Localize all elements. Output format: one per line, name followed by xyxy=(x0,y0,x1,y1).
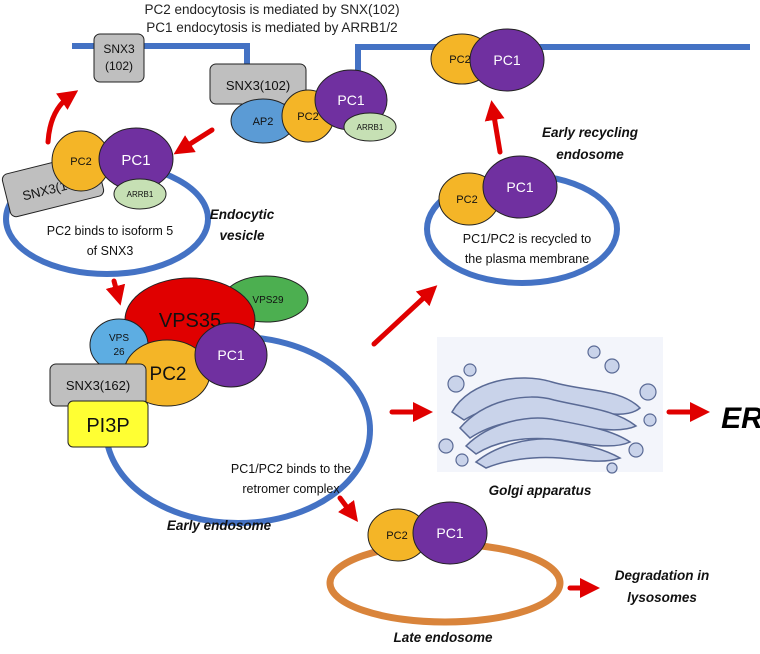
surface-pc1-ellipse xyxy=(469,28,545,92)
vesicle-arrb1-label: ARRB1 xyxy=(127,190,154,199)
endocytic-vesicle: SNX3(102) PC2 PC1 ARRB1 PC2 binds to iso… xyxy=(1,127,275,277)
late-endosome: PC2 PC1 Late endosome xyxy=(326,501,564,645)
recycling-title-line-1: Early recycling xyxy=(542,125,639,140)
snx3-membrane-box: SNX3 (102) xyxy=(93,33,145,83)
recycling-pc1-label: PC1 xyxy=(506,179,533,195)
header-line-1: PC2 endocytosis is mediated by SNX(102) xyxy=(144,2,399,17)
golgi-title: Golgi apparatus xyxy=(489,483,592,498)
early-endosome: VPS29 VPS35 VPS 26 PC2 PC1 SNX3(162) PI3… xyxy=(49,275,373,533)
golgi-vesicles xyxy=(438,345,657,474)
complex-snx3-label: SNX3(102) xyxy=(226,78,290,93)
vesicle-pc2-label: PC2 xyxy=(70,156,91,168)
vps26-label-1: VPS xyxy=(109,333,129,344)
late-pc2-label: PC2 xyxy=(386,530,407,542)
recycling-note-line-1: PC1/PC2 is recycled to xyxy=(463,232,592,246)
recycling-pc2-label: PC2 xyxy=(456,194,477,206)
arrow-recycling-to-surface xyxy=(484,100,505,155)
vesicle-pc1-label: PC1 xyxy=(121,152,150,169)
snx3-membrane-label-2: (102) xyxy=(105,59,133,73)
header-line-2: PC1 endocytosis is mediated by ARRB1/2 xyxy=(146,20,397,35)
pi3p-label: PI3P xyxy=(86,415,129,437)
arrow-complex-to-vesicle xyxy=(173,127,215,155)
vps29-label: VPS29 xyxy=(252,295,284,306)
recycling-note-line-2: the plasma membrane xyxy=(465,252,589,266)
early-snx3-label: SNX3(162) xyxy=(66,378,130,393)
surface-pc-pair: PC2 PC1 xyxy=(430,28,545,92)
vps26-label-2: 26 xyxy=(113,347,125,358)
pathway-arrows xyxy=(45,90,710,598)
vesicle-note-line-2: of SNX3 xyxy=(87,244,134,258)
vesicle-arrb1-ellipse xyxy=(113,178,167,210)
complex-arrb1-label: ARRB1 xyxy=(357,123,384,132)
complex-pc2-label: PC2 xyxy=(297,111,318,123)
early-title: Early endosome xyxy=(167,518,272,533)
surface-pc2-label: PC2 xyxy=(449,54,470,66)
vesicle-note-line-1: PC2 binds to isoform 5 xyxy=(47,224,173,238)
early-pc1-label: PC1 xyxy=(217,347,244,363)
degradation-line-1: Degradation in xyxy=(615,568,710,583)
golgi-cisternae xyxy=(451,377,642,469)
plasma-membrane xyxy=(72,43,750,72)
late-title: Late endosome xyxy=(393,630,493,645)
arrow-vesicle-to-early xyxy=(105,278,126,306)
recycling-title-line-2: endosome xyxy=(556,147,624,162)
vps35-label: VPS35 xyxy=(159,310,221,332)
early-pc1-ellipse xyxy=(194,322,268,388)
early-note-line-1: PC1/PC2 binds to the xyxy=(231,462,351,476)
arrow-vesicle-to-membrane xyxy=(45,90,79,145)
arrow-early-to-recycling xyxy=(371,285,438,347)
recycling-pc1-ellipse xyxy=(482,155,558,219)
ap2-label: AP2 xyxy=(253,116,274,128)
golgi-apparatus: Golgi apparatus xyxy=(437,337,663,498)
recycling-endosome: PC2 PC1 PC1/PC2 is recycled to the plasm… xyxy=(424,125,639,286)
arrow-early-to-late xyxy=(337,495,358,522)
early-pc2-label: PC2 xyxy=(150,364,187,385)
snx3-membrane-label-1: SNX3 xyxy=(103,42,135,56)
early-note-line-2: retromer complex xyxy=(242,482,340,496)
complex-arrb1-ellipse xyxy=(343,112,397,142)
vesicle-title-line-2: vesicle xyxy=(219,228,265,243)
pi3p-box xyxy=(67,400,149,448)
degradation-line-2: lysosomes xyxy=(627,590,697,605)
membrane-complex: SNX3(102) AP2 PC2 PC1 ARRB1 xyxy=(209,63,397,144)
er-label: ER xyxy=(721,402,760,435)
complex-pc1-label: PC1 xyxy=(337,92,364,108)
late-pc1-ellipse xyxy=(412,501,488,565)
vesicle-title-line-1: Endocytic xyxy=(210,207,275,222)
surface-pc1-label: PC1 xyxy=(493,52,520,68)
late-pc1-label: PC1 xyxy=(436,525,463,541)
